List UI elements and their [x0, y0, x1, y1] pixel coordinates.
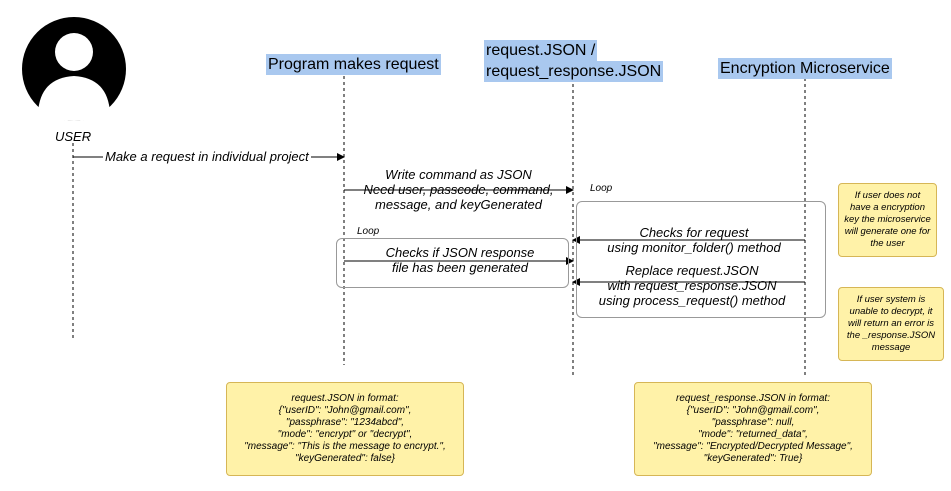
note-decrypt-error: If user system is unable to decrypt, it … [838, 287, 944, 361]
note-line: request.JSON in format: [291, 393, 399, 404]
microservice-header: Encryption Microservice [718, 58, 892, 79]
note-line: "message": "Encrypted/Decrypted Message"… [653, 441, 853, 452]
json-header-line2: request_response.JSON [484, 61, 664, 82]
note-line: "passphrase": null, [711, 417, 795, 428]
note-no-key: If user does not have a encryption key t… [838, 183, 937, 257]
checks-request-label: Checks for request using monitor_folder(… [580, 225, 808, 255]
note-request-format: request.JSON in format: {"userID": "John… [226, 382, 464, 476]
user-avatar-icon [22, 17, 126, 121]
checks-request-line1: Checks for request [639, 225, 749, 240]
json-header: request.JSON / request_response.JSON [484, 40, 664, 82]
note-line: the user [870, 238, 905, 249]
note-line: the _response.JSON [846, 330, 936, 341]
replace-line1: Replace request.JSON [625, 263, 759, 278]
note-line: will return an error is [847, 318, 935, 329]
note-line: key the microservice [844, 214, 931, 225]
loop-frame-left [336, 238, 569, 288]
program-header: Program makes request [266, 54, 441, 75]
note-line: "message": "This is the message to encry… [244, 441, 446, 452]
write-command-label: Write command as JSON Need user, passcod… [346, 167, 571, 212]
replace-label: Replace request.JSON with request_respon… [580, 263, 804, 308]
write-command-line3: message, and keyGenerated [375, 197, 542, 212]
checks-request-line2: using monitor_folder() method [607, 240, 781, 255]
user-label: USER [55, 129, 92, 144]
write-command-line2: Need user, passcode, command, [363, 182, 554, 197]
replace-line2: with request_response.JSON [607, 278, 777, 293]
note-line: "passphrase": "1234abcd", [285, 417, 405, 428]
loop-frame-right [576, 201, 826, 318]
loop-label-right: Loop [590, 183, 613, 194]
replace-line3: using process_request() method [598, 293, 786, 308]
checks-json-line1: Checks if JSON response [385, 245, 535, 260]
note-line: have a encryption [850, 202, 925, 213]
note-line: request_response.JSON in format: [676, 393, 830, 404]
note-line: "keyGenerated": false} [295, 453, 395, 464]
note-line: "mode": "encrypt" or "decrypt", [277, 429, 413, 440]
checks-json-line2: file has been generated [392, 260, 528, 275]
note-line: {"userID": "John@gmail.com", [278, 405, 412, 416]
note-line: If user system is [856, 294, 926, 305]
note-line: will generate one for [844, 226, 931, 237]
write-command-line1: Write command as JSON [385, 167, 532, 182]
json-header-line1: request.JSON / [484, 40, 598, 61]
note-line: message [871, 342, 911, 353]
note-line: "mode": "returned_data", [698, 429, 808, 440]
note-response-format: request_response.JSON in format: {"userI… [634, 382, 872, 476]
loop-label-left: Loop [357, 226, 380, 237]
note-line: If user does not [854, 190, 921, 201]
note-line: {"userID": "John@gmail.com", [686, 405, 820, 416]
note-line: "keyGenerated": True} [703, 453, 803, 464]
make-request-label: Make a request in individual project [103, 149, 311, 164]
checks-json-label: Checks if JSON response file has been ge… [360, 245, 560, 275]
note-line: unable to decrypt, it [849, 306, 933, 317]
